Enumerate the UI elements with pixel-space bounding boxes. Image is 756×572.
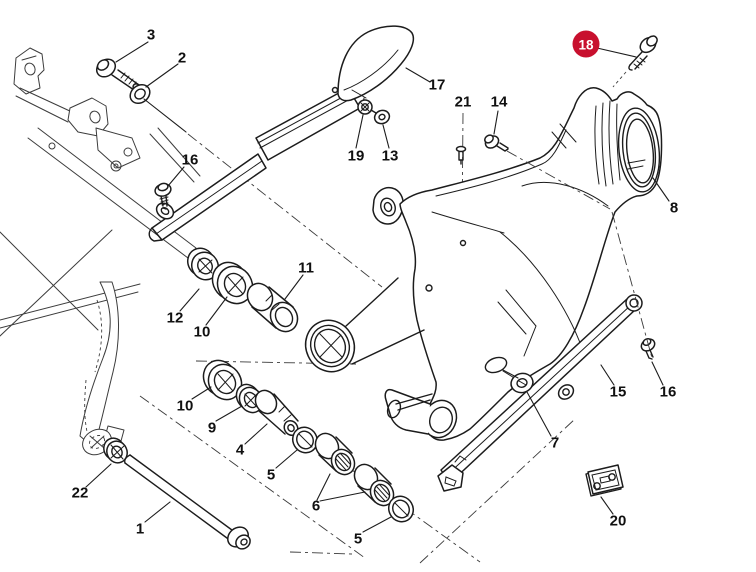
callout-12[interactable]: 12 — [167, 310, 184, 327]
callout-2[interactable]: 2 — [178, 50, 186, 67]
lower-clevis — [384, 388, 458, 439]
washer-2 — [129, 83, 151, 105]
callout-20[interactable]: 20 — [610, 513, 627, 530]
callout-9[interactable]: 9 — [208, 420, 216, 437]
pivot-eye — [304, 277, 425, 373]
callout-5-second[interactable]: 5 — [354, 531, 362, 548]
screw-14 — [484, 134, 509, 152]
spacer-4 — [254, 389, 299, 437]
highlight-badge-18[interactable]: 18 — [572, 30, 600, 58]
callout-16-rear[interactable]: 16 — [660, 384, 677, 401]
callout-13[interactable]: 13 — [382, 148, 399, 165]
callout-10-upper[interactable]: 10 — [194, 324, 211, 341]
callout-15[interactable]: 15 — [610, 384, 627, 401]
bearing-10-upper — [211, 261, 254, 305]
screw-16-front — [154, 182, 172, 210]
ring-5-first — [291, 426, 319, 454]
screw-13 — [370, 109, 391, 125]
leader-lines — [85, 41, 670, 533]
bearing-10-lower — [202, 359, 243, 401]
washer-19 — [357, 99, 373, 115]
nut-7 — [510, 372, 534, 394]
bearing-12 — [186, 247, 220, 281]
washer-22 — [103, 437, 128, 464]
chain-guide-15 — [437, 294, 643, 492]
callout-6[interactable]: 6 — [312, 498, 320, 515]
ring-5-second — [387, 495, 415, 523]
callout-19[interactable]: 19 — [348, 148, 365, 165]
bushing-11 — [246, 282, 299, 333]
callout-22[interactable]: 22 — [72, 485, 89, 502]
chain-slider — [148, 25, 415, 242]
callout-10-lower[interactable]: 10 — [177, 398, 194, 415]
callout-7[interactable]: 7 — [551, 435, 559, 452]
hub-bore-8 — [617, 107, 661, 193]
callout-4[interactable]: 4 — [236, 442, 245, 459]
callout-16-front[interactable]: 16 — [182, 152, 199, 169]
callout-8[interactable]: 8 — [670, 200, 678, 217]
callout-5-first[interactable]: 5 — [267, 467, 275, 484]
bolt-18 — [612, 35, 658, 88]
highlight-badge-circle[interactable] — [572, 30, 600, 58]
axis-lines-over — [506, 150, 653, 359]
plate-20 — [585, 464, 624, 497]
pivot-shaft-1 — [124, 454, 251, 550]
callout-11[interactable]: 11 — [298, 260, 314, 277]
callout-17[interactable]: 17 — [429, 77, 446, 94]
bolt-3 — [95, 58, 142, 93]
callout-18[interactable]: 18 — [578, 38, 594, 53]
callouts: 3 2 16 17 19 13 21 14 8 12 10 11 10 9 4 … — [72, 27, 679, 548]
pin-21 — [455, 145, 467, 165]
callout-3[interactable]: 3 — [147, 27, 155, 44]
needle-bearing-6a — [314, 432, 356, 476]
swingarm-body — [304, 87, 663, 441]
callout-21[interactable]: 21 — [455, 94, 472, 111]
callout-14[interactable]: 14 — [491, 94, 508, 111]
callout-1[interactable]: 1 — [136, 521, 144, 538]
screw-16-rear — [640, 337, 656, 360]
needle-bearing-6b — [353, 463, 395, 507]
rear-frame-section — [0, 47, 201, 456]
